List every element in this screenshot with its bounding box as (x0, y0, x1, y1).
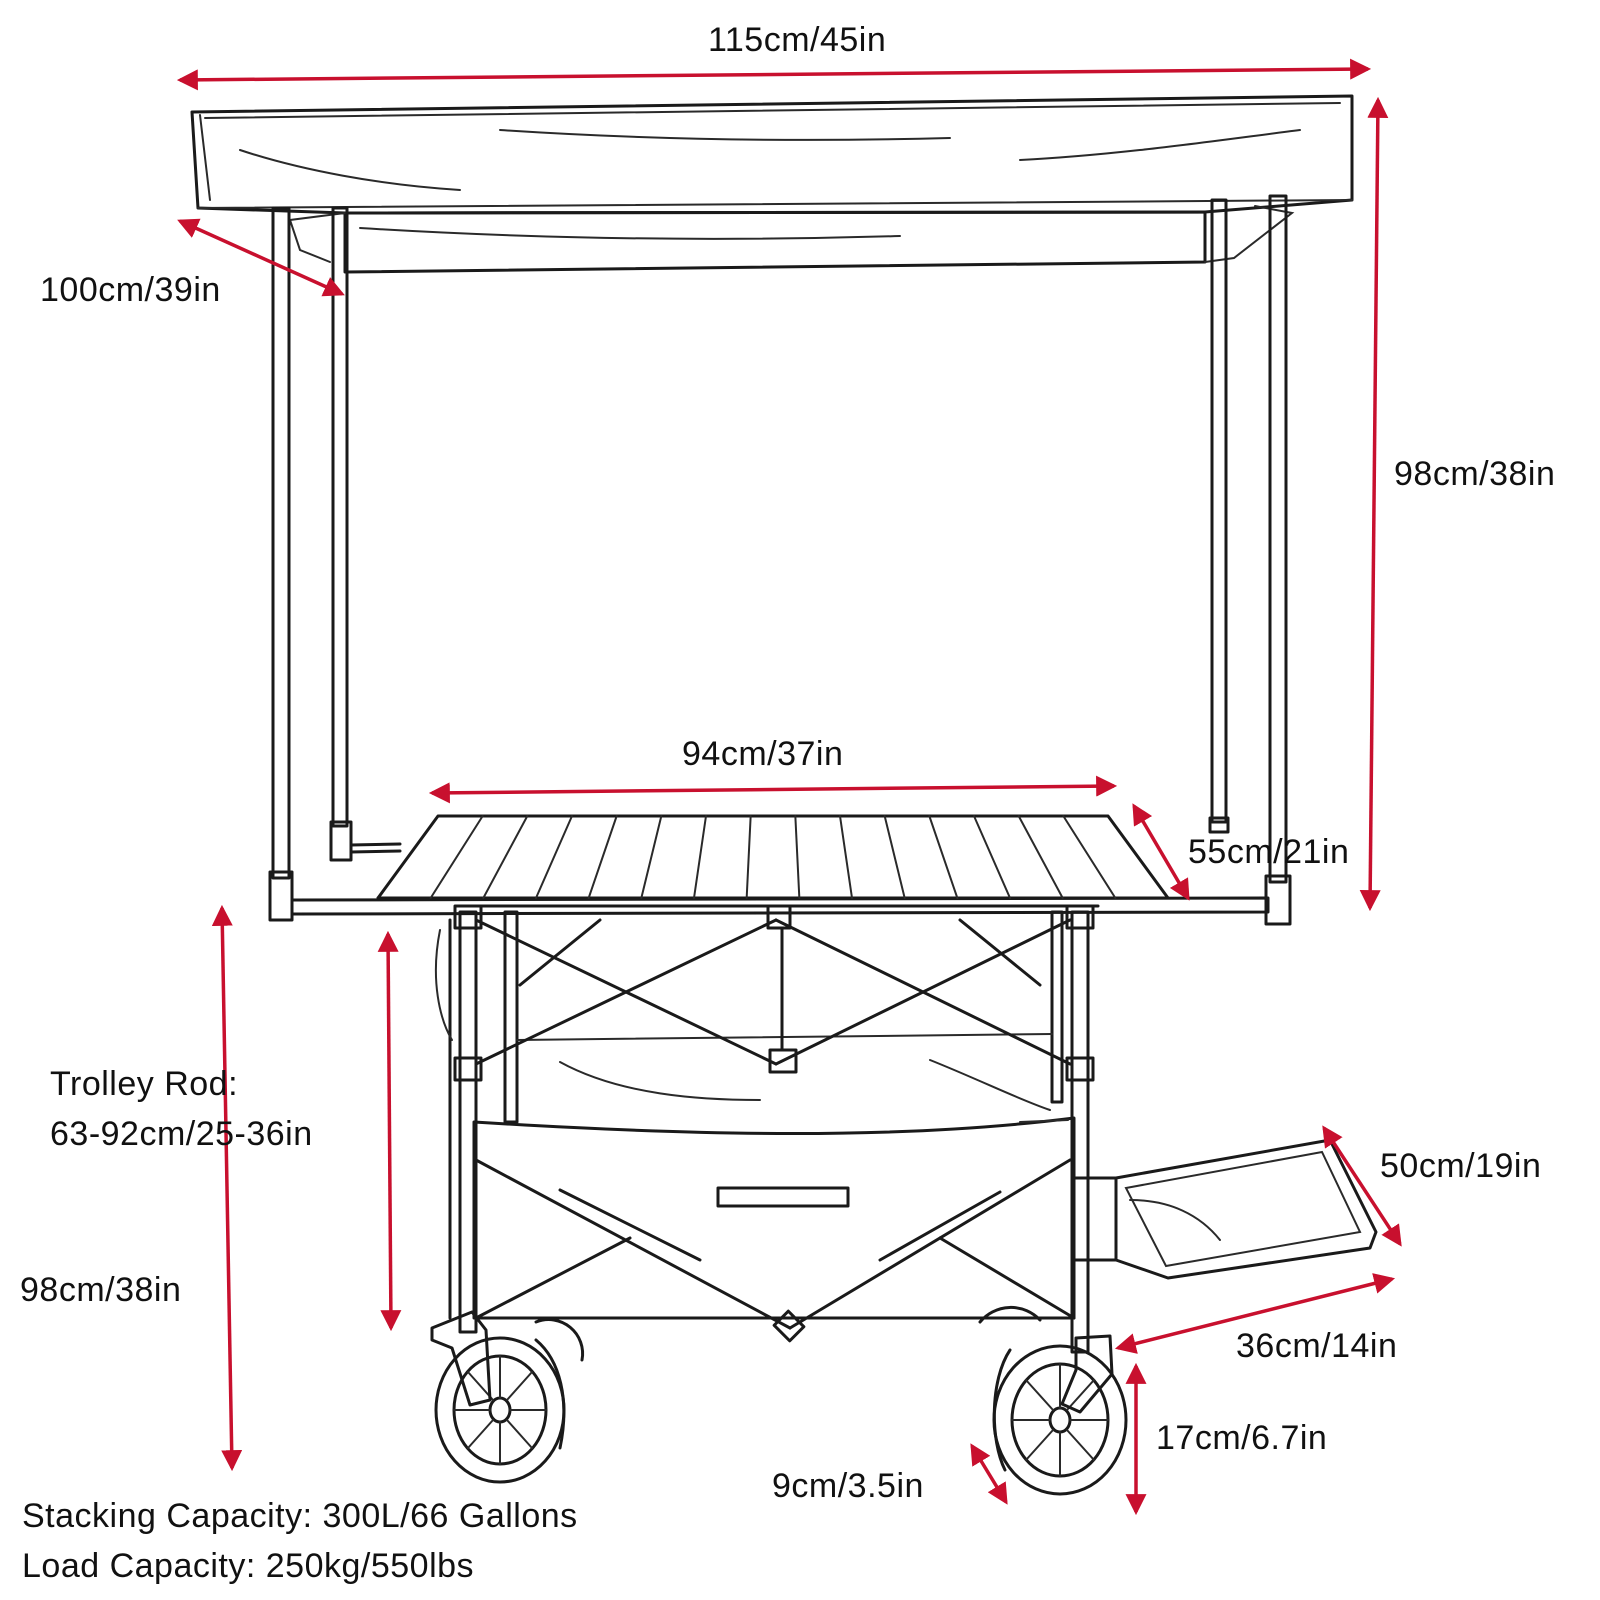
table-slat-line (794, 815, 801, 899)
table-slat-line (839, 815, 853, 899)
wheel-diameter-label: 17cm/6.7in (1156, 1419, 1328, 1457)
canopy-depth-arrow (177, 218, 345, 297)
trolley-rod-title: Trolley Rod: (50, 1065, 239, 1103)
table-slat-line (587, 815, 618, 899)
table-depth-label: 55cm/21in (1188, 833, 1350, 871)
tailgate-depth-label: 36cm/14in (1236, 1327, 1398, 1365)
trolley-rod-range: 63-92cm/25-36in (50, 1115, 313, 1153)
dimension-arrows (176, 58, 1402, 1516)
table-slat-line (883, 815, 906, 899)
table-slat-line (429, 815, 484, 899)
table-slat-line (928, 815, 959, 899)
wheel-width-arrow (970, 1443, 1008, 1505)
table-width-arrow (428, 775, 1118, 804)
wagon-height-arrow (211, 904, 243, 1472)
slat-table (376, 814, 1170, 900)
canopy-width-label: 115cm/45in (708, 21, 887, 59)
stacking-capacity-text: Stacking Capacity: 300L/66 Gallons (22, 1497, 578, 1535)
table-slat-line (640, 815, 663, 899)
table-width-label: 94cm/37in (682, 735, 844, 773)
load-capacity-text: Load Capacity: 250kg/550lbs (22, 1547, 475, 1585)
front-left-wheel (430, 1310, 566, 1484)
tailgate (1072, 1138, 1378, 1280)
tailgate-depth-arrow (1114, 1273, 1396, 1354)
table-slat-line (745, 815, 752, 899)
canopy-height-label: 98cm/38in (1394, 455, 1556, 493)
table-slat-line (693, 815, 707, 899)
wheel-width-label: 9cm/3.5in (772, 1467, 924, 1505)
table-slat-line (973, 815, 1011, 899)
table-slat-line (482, 815, 529, 899)
table-depth-arrow (1132, 803, 1190, 901)
tailgate-length-arrow (1322, 1125, 1402, 1247)
front-right-wheel (992, 1334, 1128, 1496)
wagon-height-label: 98cm/38in (20, 1271, 182, 1309)
table-slat-line (535, 815, 573, 899)
canopy-depth-label: 100cm/39in (40, 271, 221, 309)
trolley-rod-arrow (377, 930, 402, 1332)
canopy-width-arrow (176, 58, 1372, 91)
canopy (190, 94, 1354, 274)
table-slat-line (1062, 815, 1117, 899)
tailgate-length-label: 50cm/19in (1380, 1147, 1542, 1185)
table-slat-line (1017, 815, 1064, 899)
canopy-height-arrow (1359, 96, 1389, 912)
wagon-body (434, 904, 1100, 1354)
